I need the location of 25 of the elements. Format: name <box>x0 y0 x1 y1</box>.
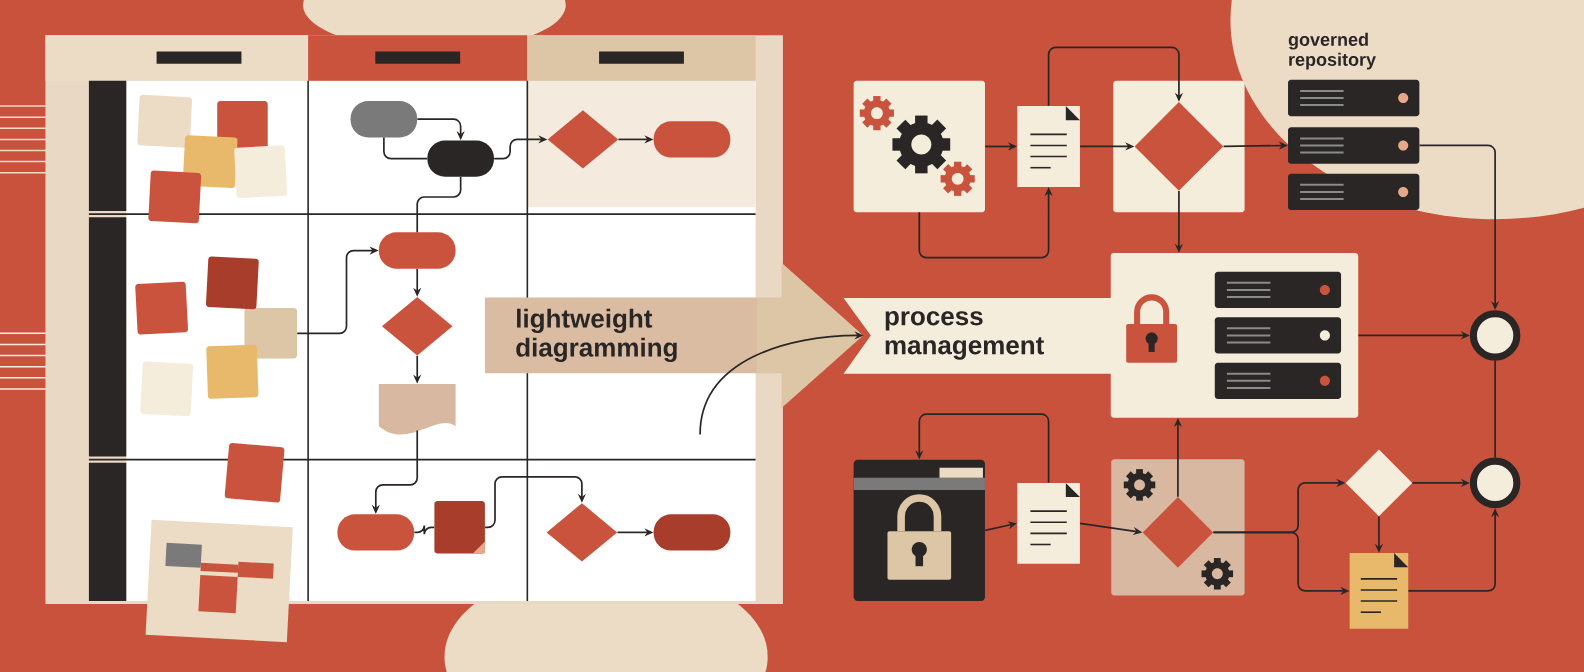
node-label: process management <box>885 311 1044 360</box>
document-icon <box>1017 106 1080 187</box>
server-card <box>1110 253 1359 418</box>
sticky-note <box>434 501 485 554</box>
sticky-note <box>244 308 297 359</box>
terminal-pill <box>350 101 418 138</box>
locked-folder-drawing <box>853 459 985 602</box>
document-icon <box>1349 553 1409 629</box>
decision-diamond <box>547 110 619 169</box>
document-icon <box>1017 482 1080 564</box>
decision-diamond <box>381 297 453 356</box>
decision-diamond <box>546 503 618 562</box>
event-circle <box>1469 457 1521 509</box>
gear-card <box>853 80 985 213</box>
node-label: governed repository <box>1288 32 1376 70</box>
document-shape <box>378 383 456 435</box>
sticky-note <box>206 344 259 399</box>
banner: process management <box>843 298 1122 374</box>
event-circle <box>1469 310 1521 361</box>
decision-diamond <box>1134 102 1224 191</box>
arrow <box>1047 46 1184 107</box>
decision-diamond <box>1345 449 1413 517</box>
decision-diamond <box>1142 497 1214 568</box>
server-stack: governed repository <box>1288 32 1420 211</box>
sticky-note <box>224 442 285 503</box>
